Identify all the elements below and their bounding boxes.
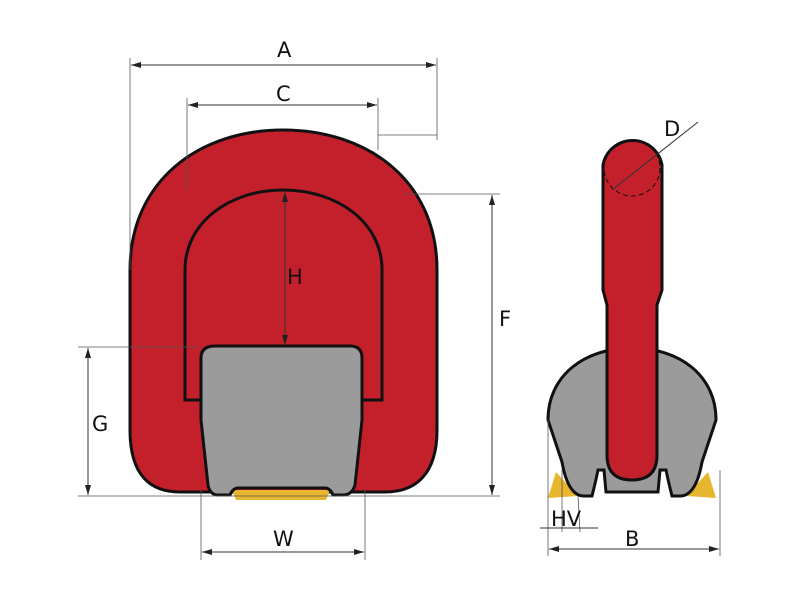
ring-side bbox=[601, 139, 664, 482]
label-W: W bbox=[273, 527, 294, 551]
label-G: G bbox=[92, 412, 108, 436]
weld-right bbox=[686, 472, 716, 498]
ring-section-circle bbox=[603, 139, 661, 197]
label-D: D bbox=[664, 117, 680, 141]
label-C: C bbox=[276, 82, 291, 106]
label-A: A bbox=[277, 38, 292, 62]
dimension-labels: A C H F G W B HV D bbox=[92, 38, 680, 551]
side-view bbox=[546, 139, 718, 498]
dimension-lines bbox=[85, 62, 719, 555]
base-block bbox=[199, 344, 364, 497]
label-HV: HV bbox=[551, 507, 582, 531]
extension-lines bbox=[78, 58, 721, 560]
weld-left bbox=[548, 472, 578, 498]
label-B: B bbox=[625, 527, 639, 551]
dim-D-line bbox=[611, 121, 699, 191]
front-view bbox=[128, 128, 439, 500]
weld-seam bbox=[232, 490, 330, 500]
label-H: H bbox=[287, 265, 303, 289]
label-F: F bbox=[499, 307, 511, 331]
